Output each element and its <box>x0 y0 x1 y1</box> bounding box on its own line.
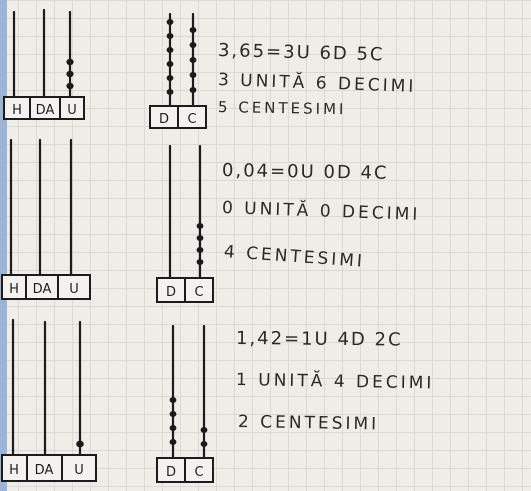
abacus-3-label-da: DA <box>35 463 54 478</box>
abacus-1-label-u: U <box>67 103 77 118</box>
abacus-3-label-d: D <box>166 465 176 480</box>
abacus-1-beads-u <box>66 59 73 89</box>
abacus-2-decimal-rods <box>170 146 200 278</box>
abacus-3-label-h: H <box>9 463 19 478</box>
abacus-2-label-c: C <box>194 285 203 300</box>
abacus-1-equation: 3,65=3U 6D 5C <box>218 40 385 65</box>
abacus-3-equation: 1,42=1U 4D 2C <box>236 328 403 350</box>
abacus-3-label-u: U <box>74 463 84 478</box>
abacus-2-label-u: U <box>69 282 79 297</box>
abacus-2-integer-rods <box>11 140 71 275</box>
abacus-2-label-d: D <box>166 285 176 300</box>
abacus-3-decimal-rods <box>173 326 204 458</box>
abacus-1-decimal-rods <box>170 14 193 108</box>
abacus-1-label-d: D <box>159 112 169 127</box>
abacus-3-integer-rods <box>13 320 80 455</box>
abacus-1-label-h: H <box>12 103 22 118</box>
abacus-3-label-c: C <box>194 465 203 480</box>
abacus-2-label-da: DA <box>33 282 52 297</box>
abacus-2-label-h: H <box>9 282 19 297</box>
abacus-1-label-c: C <box>187 112 196 127</box>
abacus-2-equation: 0,04=0U 0D 4C <box>222 160 389 184</box>
abacus-3-hundredths-line: 2 CENTESIMI <box>238 412 379 434</box>
abacus-1-label-da: DA <box>36 103 55 118</box>
abacus-1-integer-rods <box>14 10 70 100</box>
abacus-1-hundredths-line: 5 CENTESIMI <box>218 98 347 118</box>
abacus-3-beads-u <box>76 441 84 448</box>
abacus-3-units-line: 1 UNITĂ 4 DECIMI <box>236 370 435 393</box>
